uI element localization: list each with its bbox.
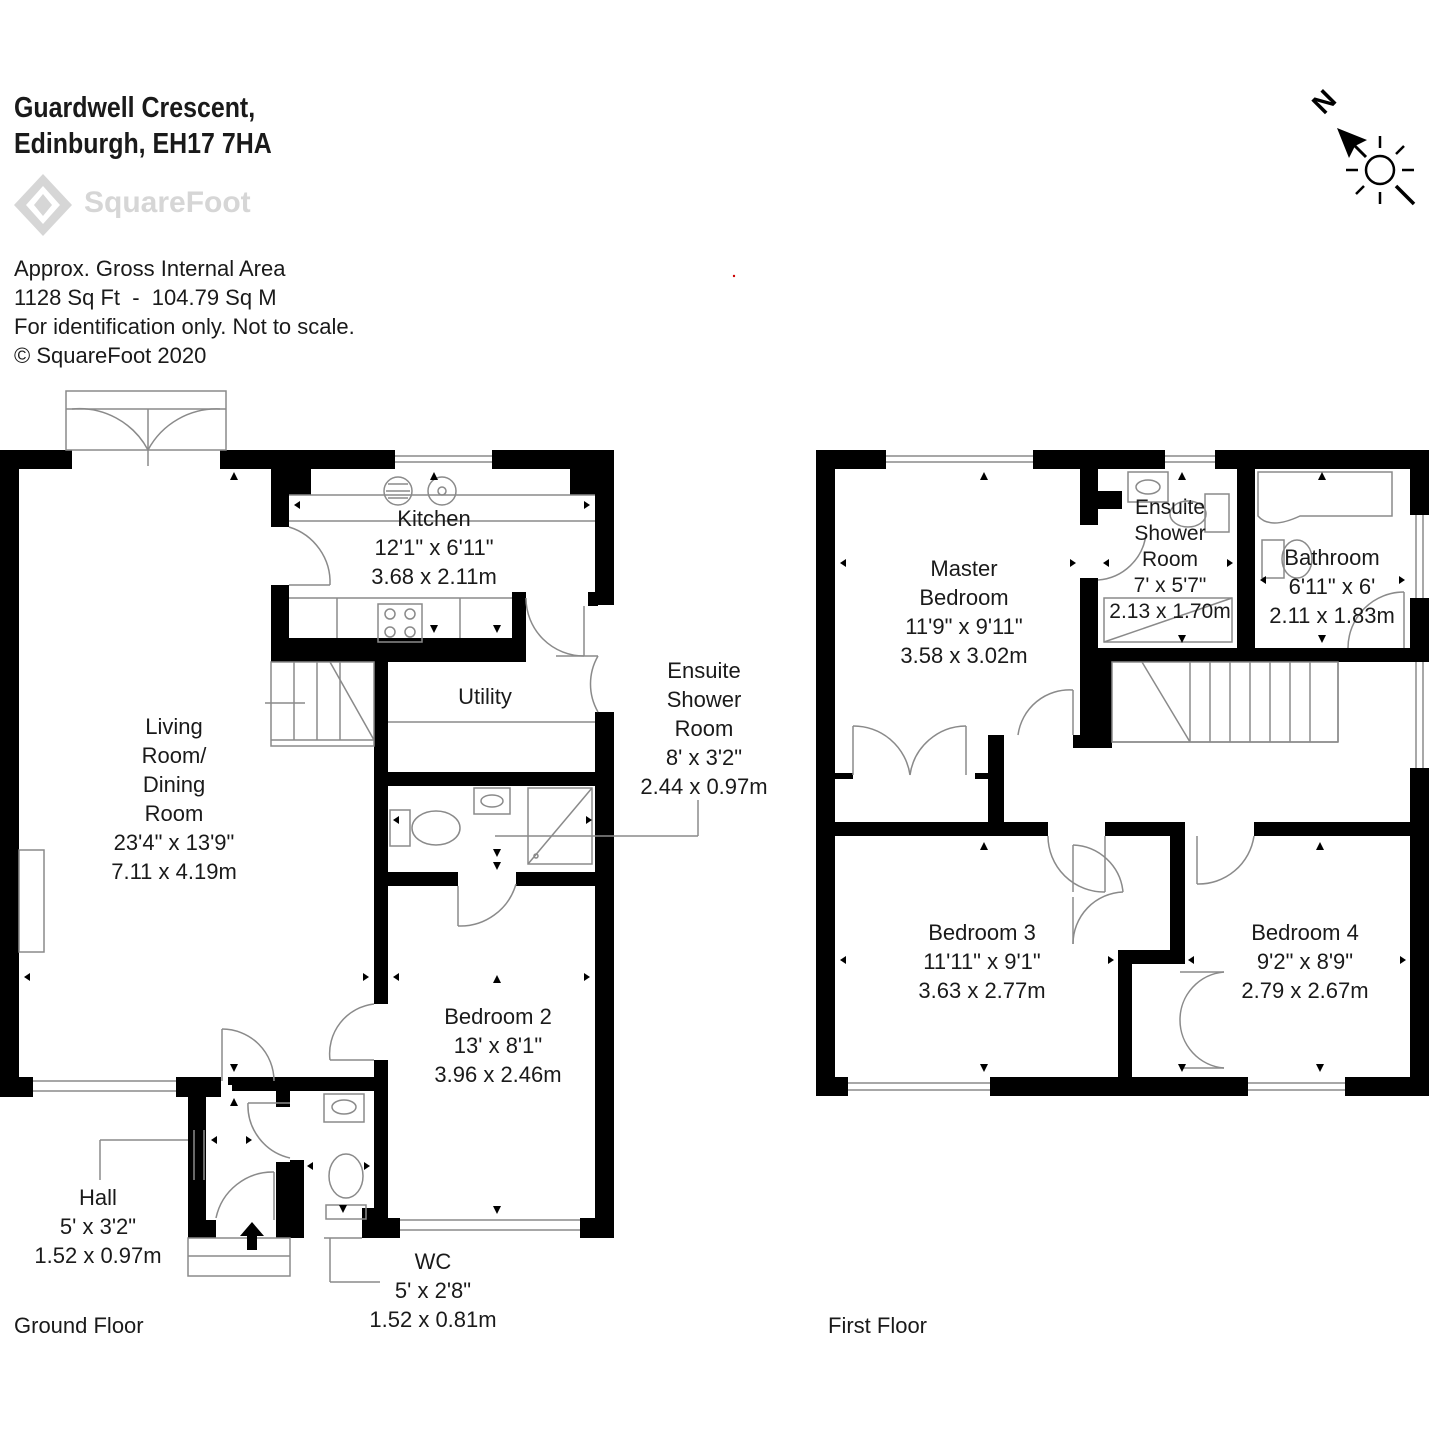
living-metric: 7.11 x 4.19m — [111, 859, 237, 884]
room-bathroom: Bathroom 6'11" x 6' 2.11 x 1.83m — [1256, 543, 1408, 630]
kitchen-name: Kitchen — [397, 506, 471, 531]
first-floor-label: First Floor — [828, 1313, 927, 1338]
ensuite-ground-metric: 2.44 x 0.97m — [640, 774, 768, 799]
master-imperial: 11'9" x 9'11" — [905, 614, 1023, 639]
master-line-2: Bedroom — [919, 585, 1009, 610]
bedroom2-imperial: 13' x 8'1" — [453, 1033, 543, 1058]
bathroom-name: Bathroom — [1284, 545, 1380, 570]
address-line-1: Guardwell Crescent, — [14, 92, 256, 124]
copyright: © SquareFoot 2020 — [14, 343, 207, 368]
room-living: Living Room/ Dining Room 23'4" x 13'9" 7… — [84, 712, 264, 886]
area-value: 1128 Sq Ft - 104.79 Sq M — [14, 285, 277, 310]
room-bedroom-4: Bedroom 4 9'2" x 8'9" 2.79 x 2.67m — [1210, 918, 1400, 1005]
ensuite-first-line-1: Ensuite — [1134, 496, 1206, 519]
area-title: Approx. Gross Internal Area — [14, 256, 286, 281]
hall-name: Hall — [79, 1185, 117, 1210]
disclaimer: For identification only. Not to scale. — [14, 314, 355, 339]
bedroom4-name: Bedroom 4 — [1251, 920, 1359, 945]
wc-metric: 1.52 x 0.81m — [369, 1307, 497, 1332]
bedroom3-metric: 3.63 x 2.77m — [918, 978, 1046, 1003]
living-line-2: Room/ — [141, 743, 207, 768]
room-ensuite-first: Ensuite Shower Room 7' x 5'7" 2.13 x 1.7… — [1100, 495, 1240, 625]
ground-floor-fixtures — [18, 390, 699, 1283]
bathroom-imperial: 6'11" x 6' — [1288, 574, 1376, 599]
first-dimension-ticks — [840, 472, 1406, 1072]
room-bedroom-3: Bedroom 3 11'11" x 9'1" 3.63 x 2.77m — [882, 918, 1082, 1005]
hall-metric: 1.52 x 0.97m — [34, 1243, 162, 1268]
room-hall: Hall 5' x 3'2" 1.52 x 0.97m — [18, 1183, 178, 1270]
room-utility: Utility — [405, 682, 565, 711]
bedroom3-name: Bedroom 3 — [928, 920, 1036, 945]
address-title: Guardwell Crescent, Edinburgh, EH17 7HA — [14, 90, 272, 162]
ensuite-ground-line-3: Room — [674, 716, 734, 741]
ensuite-first-imperial: 7' x 5'7" — [1133, 574, 1207, 597]
wc-name: WC — [414, 1249, 452, 1274]
bedroom2-name: Bedroom 2 — [444, 1004, 552, 1029]
ensuite-ground-line-1: Ensuite — [667, 658, 741, 683]
utility-name: Utility — [458, 684, 512, 709]
squarefoot-logo: SquareFoot — [12, 172, 251, 242]
kitchen-metric: 3.68 x 2.11m — [371, 564, 497, 589]
room-ensuite-ground: Ensuite Shower Room 8' x 3'2" 2.44 x 0.9… — [614, 656, 794, 801]
bedroom3-imperial: 11'11" x 9'1" — [923, 949, 1041, 974]
living-imperial: 23'4" x 13'9" — [113, 830, 235, 855]
room-wc: WC 5' x 2'8" 1.52 x 0.81m — [353, 1247, 513, 1334]
ensuite-ground-line-2: Shower — [666, 687, 742, 712]
living-line-4: Room — [144, 801, 204, 826]
first-floor-fixtures — [848, 455, 1424, 1091]
ensuite-first-metric: 2.13 x 1.70m — [1109, 600, 1231, 623]
master-line-1: Master — [930, 556, 998, 581]
ground-dimension-ticks — [24, 472, 592, 1214]
area-info: Approx. Gross Internal Area 1128 Sq Ft -… — [14, 254, 355, 370]
bedroom4-imperial: 9'2" x 8'9" — [1256, 949, 1354, 974]
hall-imperial: 5' x 3'2" — [59, 1214, 137, 1239]
master-metric: 3.58 x 3.02m — [900, 643, 1028, 668]
bedroom4-metric: 2.79 x 2.67m — [1241, 978, 1369, 1003]
room-master-bedroom: Master Bedroom 11'9" x 9'11" 3.58 x 3.02… — [874, 554, 1054, 670]
address-line-2: Edinburgh, EH17 7HA — [14, 128, 272, 160]
first-floor-walls — [816, 450, 1429, 1096]
ensuite-first-line-2: Shower — [1134, 522, 1206, 545]
logo-text: SquareFoot — [84, 186, 251, 219]
living-line-1: Living — [145, 714, 203, 739]
ground-floor-label: Ground Floor — [14, 1313, 144, 1338]
bathroom-metric: 2.11 x 1.83m — [1269, 603, 1395, 628]
kitchen-imperial: 12'1" x 6'11" — [374, 535, 494, 560]
room-bedroom-2: Bedroom 2 13' x 8'1" 3.96 x 2.46m — [398, 1002, 598, 1089]
wc-imperial: 5' x 2'8" — [394, 1278, 472, 1303]
ensuite-ground-imperial: 8' x 3'2" — [665, 745, 743, 770]
bedroom2-metric: 3.96 x 2.46m — [434, 1062, 562, 1087]
living-line-3: Dining — [142, 772, 206, 797]
room-kitchen: Kitchen 12'1" x 6'11" 3.68 x 2.11m — [334, 504, 534, 591]
ensuite-first-line-3: Room — [1141, 548, 1199, 571]
entrance-arrow-icon — [240, 1222, 264, 1250]
logo-icon — [14, 174, 72, 236]
